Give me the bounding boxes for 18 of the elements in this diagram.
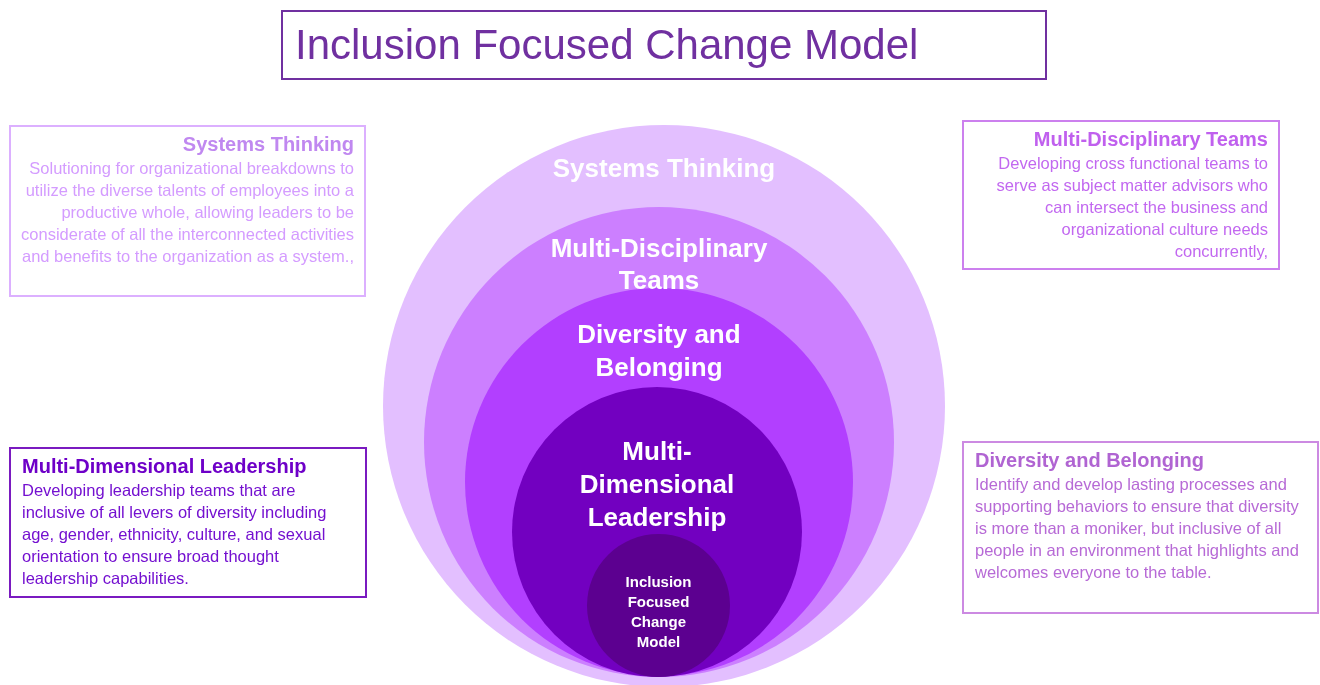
box-description: Solutioning for organizational breakdowns to utilize the diverse talents of employees into a productive whole, allowing leaders to be considerate of all the interconnected activities and benefits to the organization as a system., <box>20 158 354 267</box>
circle-label: Inclusion Focused Change Model <box>624 572 693 652</box>
box-heading: Multi-Disciplinary Teams <box>1032 127 1268 152</box>
circle-label: Systems Thinking <box>551 152 777 185</box>
box-description: Developing leadership teams that are inclusive of all levers of diversity including age, gender, ethnicity, culture, and sexual orientation to ensure broad thought leadership capabilities. <box>22 480 328 589</box>
box-heading: Multi-Dimensional Leadership <box>22 454 308 479</box>
box-description: Identify and develop lasting processes and supporting behaviors to ensure that diversity is more than a moniker, but inclusive of all people in an environment that highlights and welcomes everyone to the table. <box>975 474 1300 583</box>
title-box: Inclusion Focused Change Model <box>281 10 1047 80</box>
circle-label: Multi-Disciplinary Teams <box>549 232 769 296</box>
box-heading: Systems Thinking <box>181 132 354 157</box>
description-box <box>962 441 1319 614</box>
circle-label: Diversity and Belonging <box>576 318 742 384</box>
description-box <box>9 447 367 598</box>
description-box <box>962 120 1280 270</box>
description-box <box>9 125 366 297</box>
circle-label: Multi-Dimensional Leadership <box>578 435 736 534</box>
box-heading: Diversity and Belonging <box>975 448 1205 473</box>
box-description: Developing cross functional teams to serve as subject matter advisors who can intersect the business and organizational culture needs concurrently, <box>995 153 1268 262</box>
